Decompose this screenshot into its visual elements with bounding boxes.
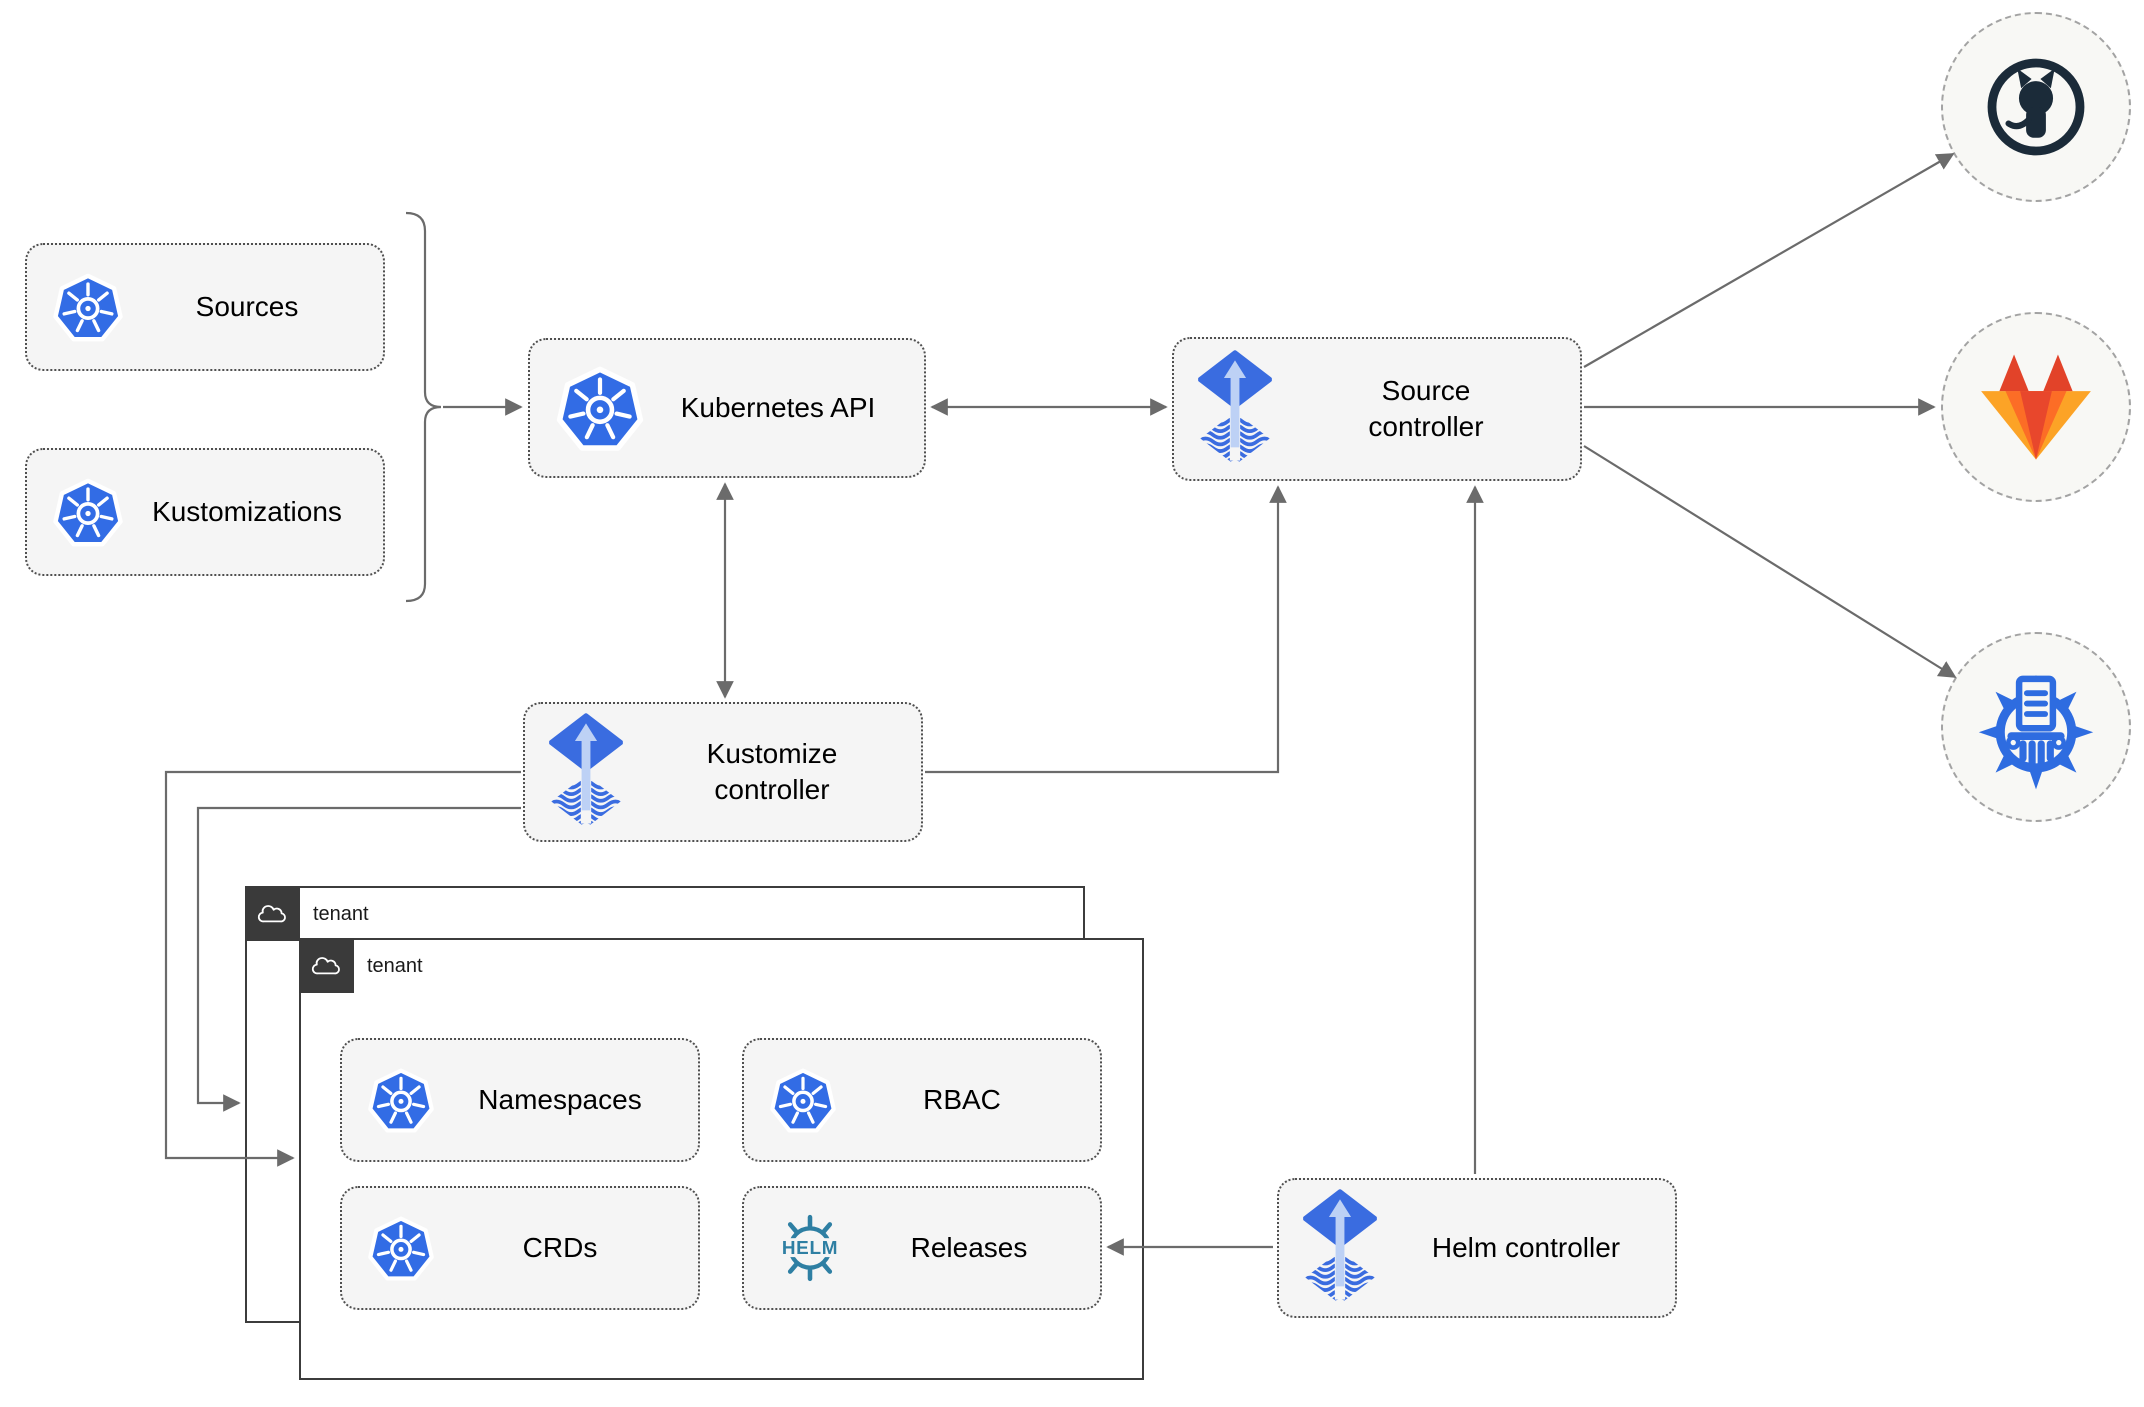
node-rbac: RBAC [742, 1038, 1102, 1162]
tenant-label: tenant [313, 902, 369, 925]
tenant-tab [244, 885, 300, 941]
node-namespaces-label: Namespaces [478, 1083, 642, 1115]
node-crds: CRDs [340, 1186, 700, 1310]
node-helm-controller-label: Helm controller [1431, 1231, 1621, 1263]
tenant-tab [298, 937, 354, 993]
node-source-controller-label: Source controller [1368, 374, 1484, 442]
node-releases: HELM Releases [742, 1186, 1102, 1310]
endpoint-gitlab [1941, 312, 2131, 502]
edge-source-to-github [1583, 153, 1955, 368]
github-icon [1987, 58, 2085, 156]
kubernetes-icon [51, 270, 125, 344]
node-kubernetes-api-label: Kubernetes API [680, 391, 876, 423]
node-crds-label: CRDs [522, 1231, 598, 1263]
node-sources-label: Sources [195, 290, 299, 322]
helm-icon: HELM [769, 1214, 851, 1282]
endpoint-github [1941, 12, 2131, 202]
cloud-icon [254, 899, 290, 927]
cloud-icon [308, 951, 344, 979]
kubernetes-icon [366, 1213, 436, 1283]
node-kustomize-controller: Kustomize controller [523, 702, 923, 842]
node-kustomize-controller-label: Kustomize controller [706, 737, 838, 805]
kubernetes-icon [51, 475, 125, 549]
node-kubernetes-api: Kubernetes API [528, 338, 926, 478]
flux-icon [549, 713, 623, 831]
node-helm-controller: Helm controller [1277, 1178, 1677, 1318]
flux-icon [1303, 1189, 1377, 1307]
flux-icon [1198, 350, 1272, 468]
node-releases-label: Releases [910, 1231, 1028, 1263]
gitlab-icon [1981, 354, 2091, 460]
edge-source-to-helm-repository [1583, 445, 1957, 678]
node-kustomizations-label: Kustomizations [152, 495, 342, 527]
tenant-label: tenant [367, 954, 423, 977]
edge-kustomize-to-source [925, 485, 1287, 774]
node-sources: Sources [25, 243, 385, 371]
kubernetes-icon [768, 1065, 838, 1135]
endpoint-helm-repository [1941, 632, 2131, 822]
node-rbac-label: RBAC [923, 1083, 1001, 1115]
node-namespaces: Namespaces [340, 1038, 700, 1162]
kubernetes-icon [554, 362, 646, 454]
node-kustomizations: Kustomizations [25, 448, 385, 576]
brace-sources-group [405, 211, 442, 603]
helm-logo-text: HELM [782, 1238, 838, 1259]
helm-repository-icon [1978, 675, 2094, 790]
kubernetes-icon [366, 1065, 436, 1135]
node-source-controller: Source controller [1172, 337, 1582, 481]
